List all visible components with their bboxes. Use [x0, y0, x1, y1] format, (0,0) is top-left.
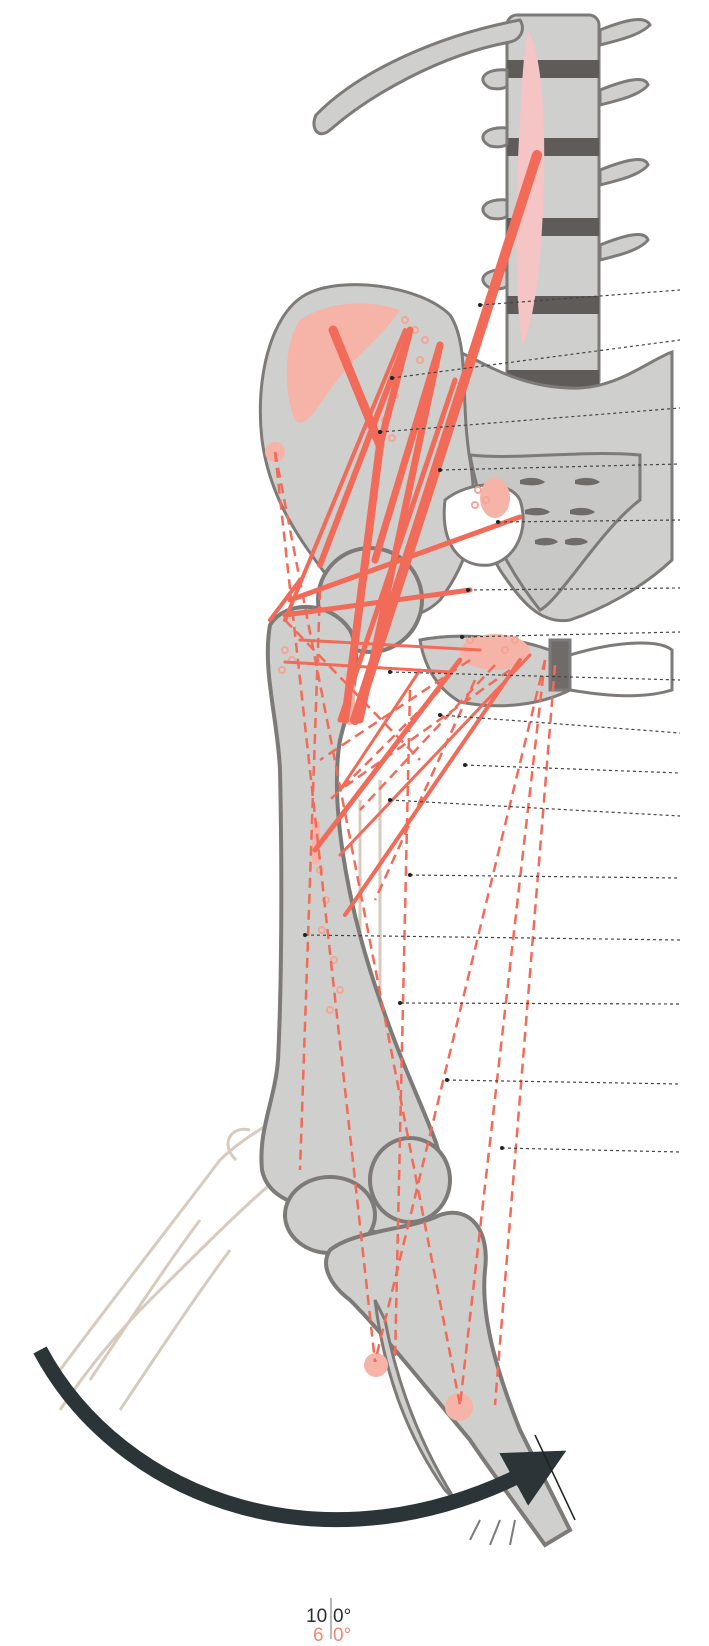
distal-tendons — [470, 1520, 515, 1545]
knee-angle-left-value: 6 — [313, 1626, 324, 1646]
lumbar-spine — [483, 15, 650, 390]
hip-angle-left-value: 10 — [306, 1607, 327, 1627]
tibia — [326, 1213, 570, 1545]
knee-angle-right-value: 0° — [333, 1626, 351, 1646]
hip-angle-right-value: 0° — [333, 1607, 351, 1627]
